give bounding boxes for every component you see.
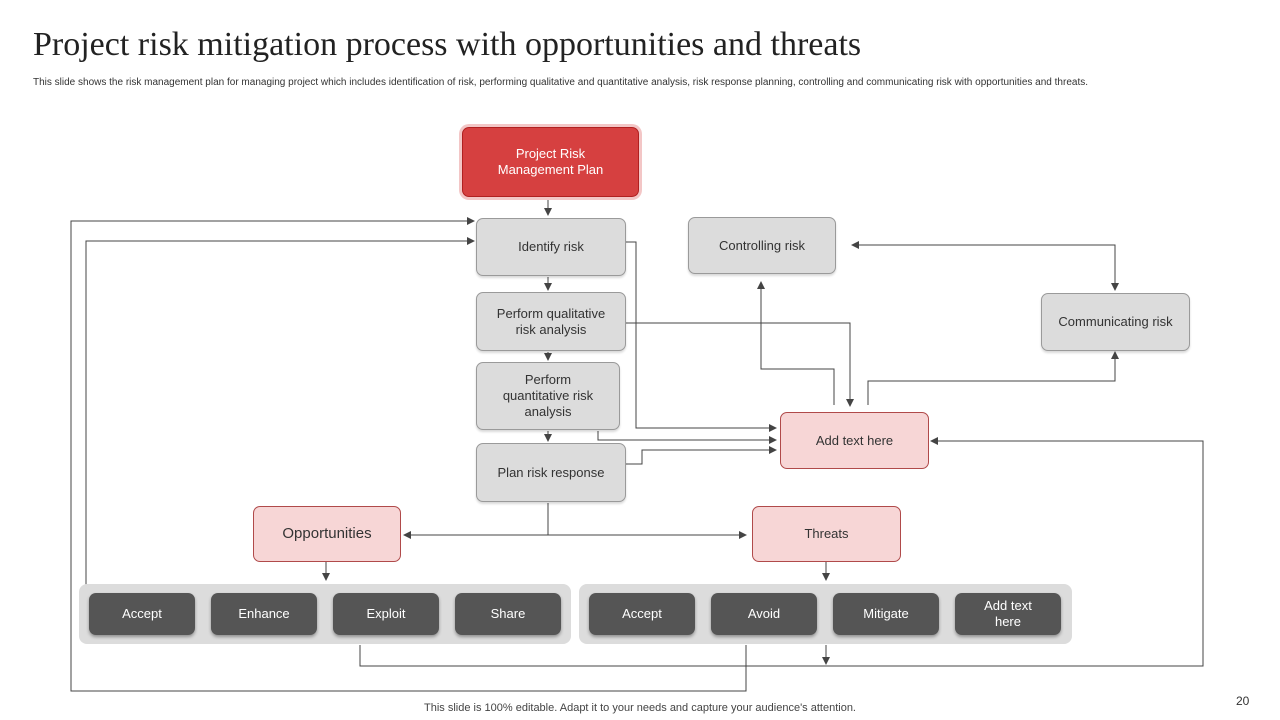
opportunity-share-button[interactable]: Share — [455, 593, 561, 635]
opportunities-label: Opportunities — [282, 525, 372, 542]
line-qualitative-to-addtext — [626, 322, 854, 407]
threat-accept-button[interactable]: Accept — [589, 593, 695, 635]
project-risk-management-plan-box[interactable]: Project Risk Management Plan — [462, 127, 639, 197]
add-text-here-label: Add text here — [815, 432, 894, 448]
quantitative-analysis-box[interactable]: Perform quantitative risk analysis — [476, 362, 620, 430]
opportunity-accept-button[interactable]: Accept — [89, 593, 195, 635]
opportunity-enhance-button[interactable]: Enhance — [211, 593, 317, 635]
controlling-risk-label: Controlling risk — [719, 237, 805, 253]
threat-avoid-button[interactable]: Avoid — [711, 593, 817, 635]
opportunity-exploit-button[interactable]: Exploit — [333, 593, 439, 635]
controlling-risk-box[interactable]: Controlling risk — [688, 217, 836, 274]
identify-risk-label: Identify risk — [518, 239, 584, 254]
slide-subtitle: This slide shows the risk management pla… — [33, 77, 1088, 88]
slide-title: Project risk mitigation process with opp… — [33, 26, 862, 63]
threats-box[interactable]: Threats — [752, 506, 901, 562]
threat-accept-label: Accept — [622, 606, 662, 621]
add-text-here-box[interactable]: Add text here — [780, 412, 929, 469]
threats-label: Threats — [804, 526, 849, 541]
plan-label: Project Risk Management Plan — [497, 146, 604, 177]
loop-right-to-addtext — [826, 437, 1204, 667]
line-quantitative-to-addtext — [597, 431, 777, 444]
qualitative-analysis-label: Perform qualitative risk analysis — [496, 305, 606, 337]
opportunities-box[interactable]: Opportunities — [253, 506, 401, 562]
opportunity-share-label: Share — [490, 606, 526, 621]
communicating-risk-box[interactable]: Communicating risk — [1041, 293, 1190, 351]
communicating-risk-label: Communicating risk — [1058, 314, 1173, 329]
opportunity-accept-label: Accept — [122, 606, 162, 621]
loop-left-inner — [85, 237, 475, 585]
threat-mitigate-button[interactable]: Mitigate — [833, 593, 939, 635]
opportunity-exploit-label: Exploit — [366, 606, 406, 621]
loop-bottom-segment — [359, 645, 826, 667]
line-identify-to-addtext — [626, 241, 777, 432]
plan-risk-response-box[interactable]: Plan risk response — [476, 443, 626, 502]
threat-mitigate-label: Mitigate — [863, 606, 909, 621]
threat-add-text-label: Add text here — [984, 598, 1032, 629]
threat-avoid-label: Avoid — [747, 606, 781, 621]
footer-note: This slide is 100% editable. Adapt it to… — [424, 702, 856, 714]
line-response-to-addtext — [626, 446, 777, 465]
arrow-addtext-to-controlling — [757, 281, 835, 405]
page-number: 20 — [1236, 694, 1250, 708]
arrow-communicating-to-controlling — [851, 241, 1116, 290]
qualitative-analysis-box[interactable]: Perform qualitative risk analysis — [476, 292, 626, 351]
opportunity-enhance-label: Enhance — [238, 606, 290, 621]
identify-risk-box[interactable]: Identify risk — [476, 218, 626, 276]
loop-left-outer — [70, 217, 747, 692]
arrow-addtext-to-communicating — [867, 351, 1119, 405]
threat-add-text-button[interactable]: Add text here — [955, 593, 1061, 635]
plan-risk-response-label: Plan risk response — [497, 464, 605, 480]
quantitative-analysis-label: Perform quantitative risk analysis — [502, 372, 594, 419]
